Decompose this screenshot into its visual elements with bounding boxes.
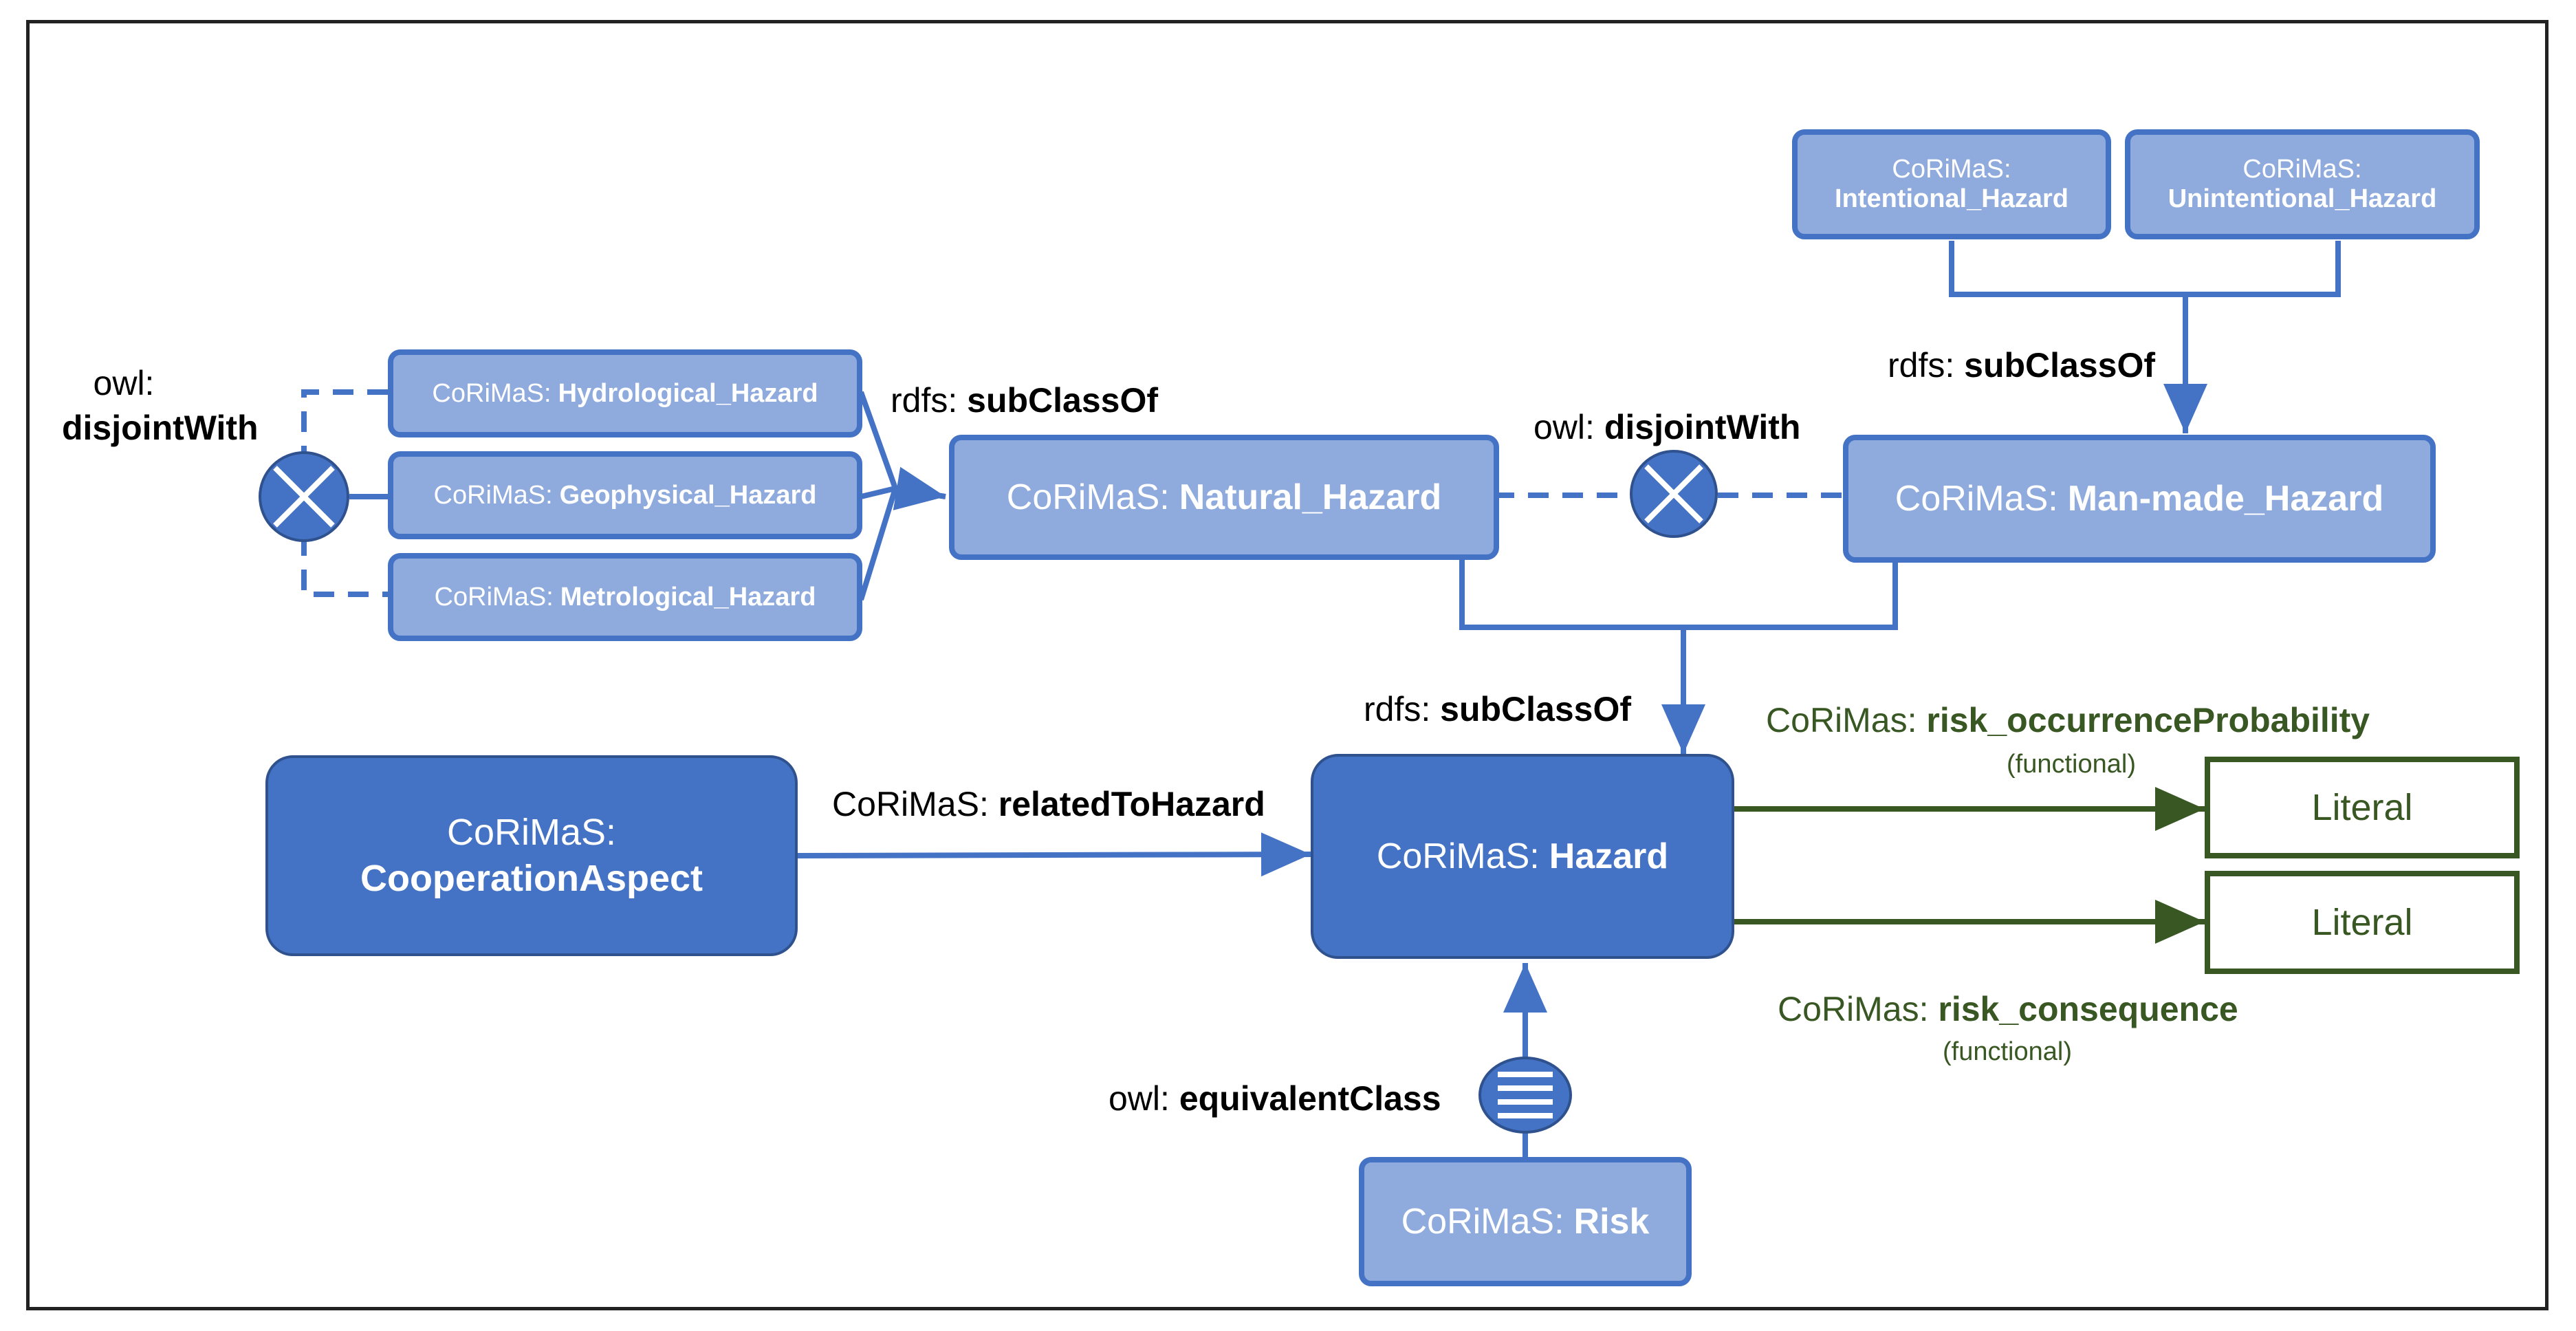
label-name: subClassOf bbox=[1964, 346, 2156, 385]
class-name: Hazard bbox=[1549, 836, 1669, 876]
class-name: CooperationAspect bbox=[360, 858, 703, 899]
literal-consequence[interactable]: Literal bbox=[2205, 871, 2520, 974]
label-subclass-hazard: rdfs: subClassOf bbox=[1364, 689, 1631, 729]
label-prefix: owl: bbox=[1533, 408, 1595, 446]
label-prefix: owl: bbox=[93, 364, 155, 402]
class-name: Risk bbox=[1573, 1202, 1650, 1242]
class-manmade-hazard[interactable]: CoRiMaS: Man-made_Hazard bbox=[1843, 435, 2436, 563]
label-disjoint-left: owl: disjointWith bbox=[62, 361, 259, 451]
class-natural-hazard[interactable]: CoRiMaS: Natural_Hazard bbox=[949, 435, 1499, 560]
label-prefix: CoRiMas: bbox=[1766, 701, 1917, 739]
label-name: disjointWith bbox=[1604, 408, 1801, 446]
label-equivalent-class: owl: equivalentClass bbox=[1109, 1079, 1441, 1118]
label-name: subClassOf bbox=[1440, 690, 1632, 728]
label-name: risk_occurrenceProbability bbox=[1926, 701, 2370, 739]
edge-related-to-hazard bbox=[797, 832, 1311, 877]
class-name: Man-made_Hazard bbox=[2067, 479, 2384, 519]
edge-intentional-bracket bbox=[1949, 241, 2341, 297]
class-name: Hydrological_Hazard bbox=[558, 378, 818, 408]
label-name: risk_consequence bbox=[1938, 990, 2238, 1028]
class-metrological-hazard[interactable]: CoRiMaS: Metrological_Hazard bbox=[388, 553, 862, 641]
edge-metrological-natural bbox=[858, 487, 898, 601]
class-unintentional-hazard[interactable]: CoRiMaS: Unintentional_Hazard bbox=[2125, 129, 2480, 239]
class-prefix: CoRiMaS: bbox=[433, 480, 553, 510]
class-name: Unintentional_Hazard bbox=[2168, 184, 2437, 213]
class-prefix: CoRiMaS: bbox=[1376, 836, 1540, 876]
label-disjoint-mid: owl: disjointWith bbox=[1533, 407, 1800, 447]
label-occurrence-probability: CoRiMas: risk_occurrenceProbability bbox=[1766, 700, 2370, 740]
label-prefix: CoRiMaS: bbox=[832, 785, 989, 823]
label-consequence-functional: (functional) bbox=[1943, 1037, 2072, 1066]
class-hydrological-hazard[interactable]: CoRiMaS: Hydrological_Hazard bbox=[388, 349, 862, 437]
label-consequence: CoRiMas: risk_consequence bbox=[1778, 989, 2238, 1029]
edge-disjoint-left-bottom bbox=[301, 535, 388, 597]
label-name: relatedToHazard bbox=[998, 785, 1265, 823]
equivalent-symbol bbox=[1478, 1057, 1572, 1134]
disjoint-left-symbol bbox=[259, 451, 349, 542]
literal-label: Literal bbox=[2311, 902, 2413, 943]
label-prefix: rdfs: bbox=[1364, 690, 1431, 728]
literal-occurrence[interactable]: Literal bbox=[2205, 757, 2520, 858]
class-prefix: CoRiMaS: bbox=[446, 811, 617, 853]
edge-geophysical-natural bbox=[860, 486, 896, 499]
label-prefix: CoRiMas: bbox=[1778, 990, 1929, 1028]
edge-hydrological-natural bbox=[858, 391, 898, 490]
edge-natural-manmade-bracket bbox=[1459, 556, 1898, 630]
label-prefix: owl: bbox=[1109, 1079, 1170, 1118]
label-prefix: rdfs: bbox=[1888, 346, 1955, 385]
class-prefix: CoRiMaS: bbox=[1895, 479, 2058, 519]
literal-label: Literal bbox=[2311, 787, 2413, 828]
label-name: disjointWith bbox=[62, 409, 259, 447]
label-related-to-hazard: CoRiMaS: relatedToHazard bbox=[832, 784, 1265, 824]
class-prefix: CoRiMaS: bbox=[1006, 477, 1170, 517]
class-name: Natural_Hazard bbox=[1179, 477, 1442, 517]
class-prefix: CoRiMaS: bbox=[432, 378, 552, 408]
class-cooperation-aspect[interactable]: CoRiMaS: CooperationAspect bbox=[265, 755, 798, 956]
edge-disjoint-left-top bbox=[301, 389, 388, 462]
edge-subclass-natural bbox=[893, 466, 946, 510]
class-prefix: CoRiMaS: bbox=[2242, 155, 2362, 184]
class-intentional-hazard[interactable]: CoRiMaS: Intentional_Hazard bbox=[1792, 129, 2111, 239]
label-occurrence-functional: (functional) bbox=[2007, 750, 2136, 779]
diagram-frame bbox=[26, 20, 2548, 1310]
class-name: Intentional_Hazard bbox=[1835, 184, 2069, 213]
class-geophysical-hazard[interactable]: CoRiMaS: Geophysical_Hazard bbox=[388, 451, 862, 539]
label-subclass-natural: rdfs: subClassOf bbox=[891, 380, 1158, 420]
class-prefix: CoRiMaS: bbox=[1401, 1202, 1564, 1242]
label-subclass-manmade: rdfs: subClassOf bbox=[1888, 345, 2155, 385]
class-prefix: CoRiMaS: bbox=[434, 582, 554, 612]
class-risk[interactable]: CoRiMaS: Risk bbox=[1359, 1157, 1692, 1286]
class-prefix: CoRiMaS: bbox=[1892, 155, 2011, 184]
label-name: subClassOf bbox=[967, 381, 1159, 420]
label-prefix: rdfs: bbox=[891, 381, 958, 420]
disjoint-mid-symbol bbox=[1630, 450, 1718, 538]
class-name: Geophysical_Hazard bbox=[559, 480, 817, 510]
class-name: Metrological_Hazard bbox=[560, 582, 816, 612]
label-name: equivalentClass bbox=[1179, 1079, 1441, 1118]
class-hazard[interactable]: CoRiMaS: Hazard bbox=[1311, 754, 1734, 959]
